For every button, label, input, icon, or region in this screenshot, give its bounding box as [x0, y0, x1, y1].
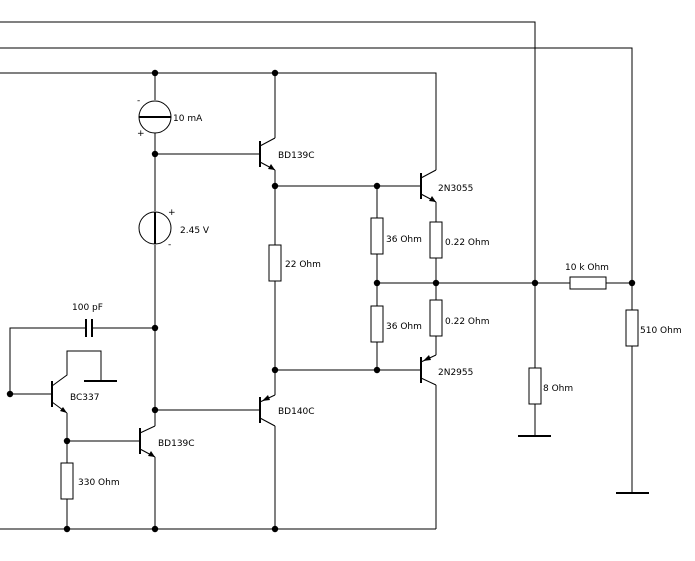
transistor-2n2955: 2N2955	[420, 354, 473, 386]
r36-bottom-label: 36 Ohm	[386, 322, 422, 332]
transistor-bd139-lower: BD139C	[67, 425, 195, 458]
transistor-bd140: BD140C	[259, 394, 315, 529]
voltage-source-minus: -	[168, 240, 171, 250]
transistor-bd139-upper: BD139C	[259, 73, 315, 245]
2n2955-label: 2N2955	[438, 368, 473, 378]
bottom-rail	[0, 385, 437, 530]
r10k-label: 10 k Ohm	[565, 263, 609, 273]
r36-top-label: 36 Ohm	[386, 235, 422, 245]
resistor-022-bottom: 0.22 Ohm	[429, 299, 489, 355]
bd139-upper-label: BD139C	[278, 151, 315, 161]
left-column-wires	[154, 73, 260, 529]
resistor-36-top: 36 Ohm	[370, 217, 422, 255]
resistor-510: 510 Ohm	[616, 283, 682, 494]
resistor-022-top: 0.22 Ohm	[429, 221, 489, 300]
voltage-source-label: 2.45 V	[180, 226, 210, 236]
resistor-36-bottom: 36 Ohm	[370, 305, 422, 343]
voltage-source-plus: +	[168, 208, 176, 218]
capacitor-label: 100 pF	[72, 303, 103, 313]
resistor-10k: 10 k Ohm	[565, 263, 609, 290]
current-source-minus: -	[137, 96, 140, 106]
bd139-lower-label: BD139C	[158, 439, 195, 449]
r22-label: 22 Ohm	[285, 260, 321, 270]
bc337-label: BC337	[70, 393, 99, 403]
2n3055-label: 2N3055	[438, 184, 473, 194]
resistor-8: 8 Ohm	[518, 283, 573, 437]
current-source: + - 10 mA	[137, 96, 203, 139]
current-source-plus: +	[137, 129, 145, 139]
current-source-label: 10 mA	[173, 114, 203, 124]
r330-label: 330 Ohm	[78, 478, 120, 488]
r022-bottom-label: 0.22 Ohm	[445, 317, 489, 327]
r022-top-label: 0.22 Ohm	[445, 238, 489, 248]
resistor-22: 22 Ohm	[268, 244, 321, 395]
capacitor: 100 pF	[9, 303, 155, 394]
r8-label: 8 Ohm	[543, 384, 573, 394]
transistor-bc337: BC337	[10, 350, 117, 463]
voltage-source: + - 2.45 V	[138, 208, 210, 250]
top-feedback-wires	[0, 21, 633, 283]
r510-label: 510 Ohm	[640, 326, 682, 336]
bd140-label: BD140C	[278, 407, 315, 417]
resistor-330: 330 Ohm	[60, 462, 120, 529]
transistor-2n3055: 2N3055	[420, 169, 473, 222]
junction-dots	[6, 69, 636, 533]
